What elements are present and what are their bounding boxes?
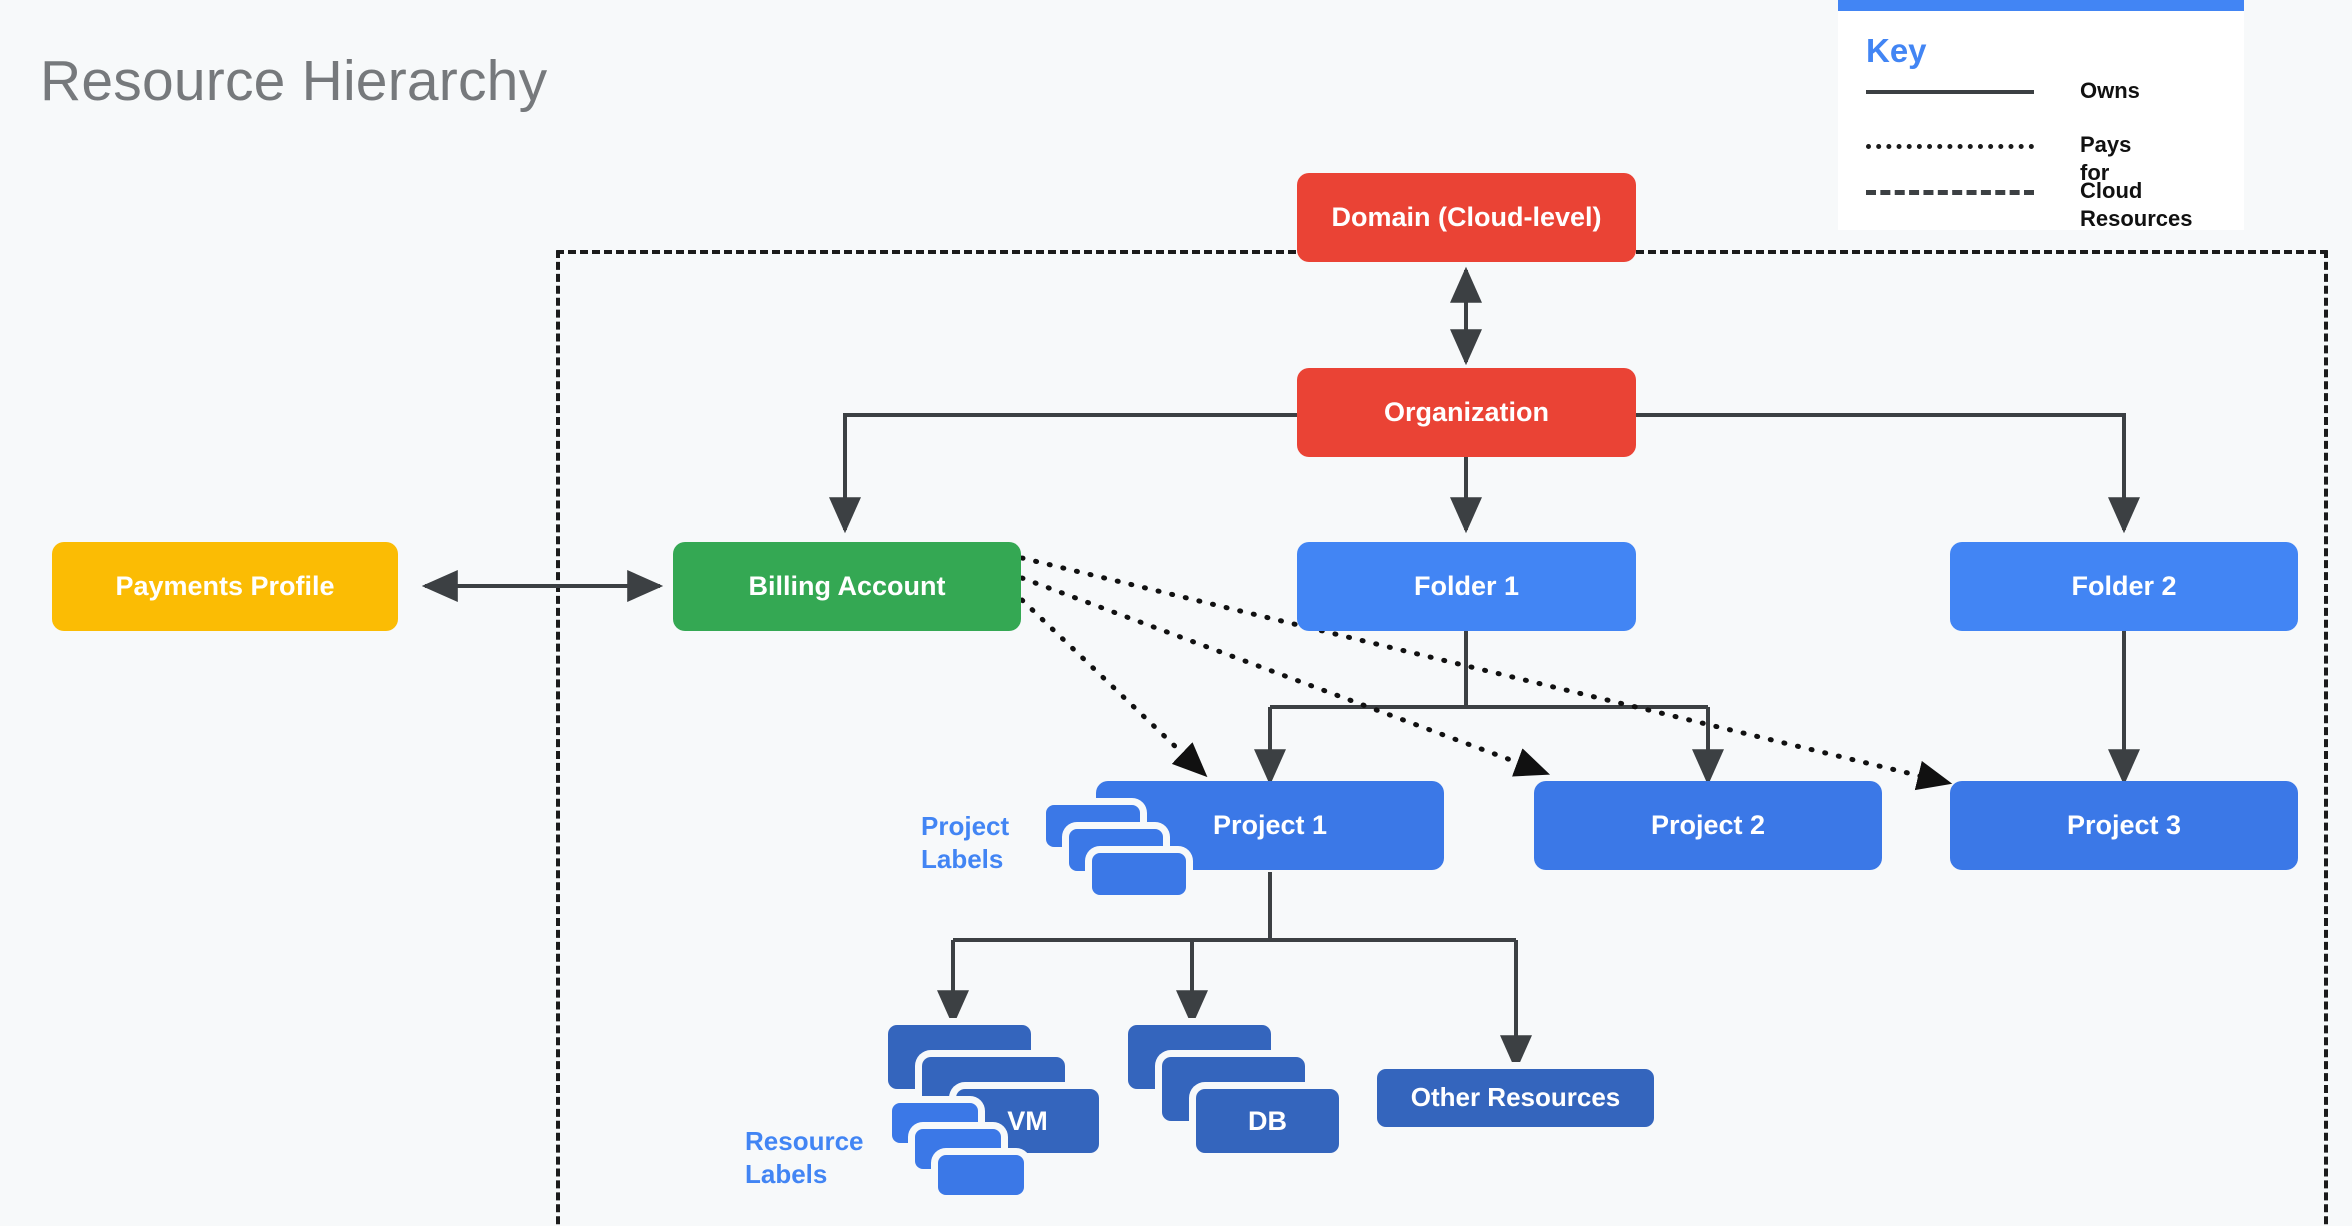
project-labels-chip-stack	[1046, 805, 1206, 905]
key-label-pays-for: Pays for	[2080, 132, 2132, 185]
key-line-dashed-icon	[1866, 190, 2034, 195]
project-labels-text: Project Labels	[921, 811, 1010, 875]
key-label-cloud-resources: Cloud Resources	[2080, 178, 2193, 231]
node-project-2[interactable]: Project 2	[1534, 781, 1882, 870]
resource-labels-chip-stack	[892, 1103, 1052, 1213]
key-line-solid-icon	[1866, 90, 2034, 94]
key-label-owns: Owns	[2080, 78, 2140, 103]
project-label-chip-3[interactable]	[1092, 853, 1186, 895]
db-card-front[interactable]: DB	[1196, 1089, 1339, 1153]
node-folder-2[interactable]: Folder 2	[1950, 542, 2298, 631]
key-title: Key	[1866, 32, 1927, 69]
key-line-dotted-icon	[1866, 144, 2034, 149]
key-panel-accent-bar	[1838, 0, 2244, 11]
page-title: Resource Hierarchy	[40, 49, 548, 113]
vm-card-front[interactable]: VM	[956, 1089, 1099, 1153]
node-other-resources[interactable]: Other Resources	[1377, 1069, 1654, 1127]
node-project-3[interactable]: Project 3	[1950, 781, 2298, 870]
node-billing-account[interactable]: Billing Account	[673, 542, 1021, 631]
node-folder-1[interactable]: Folder 1	[1297, 542, 1636, 631]
vm-card-stack: VM	[888, 1025, 1148, 1175]
key-panel: Key Owns Pays for Cloud Resources	[1838, 0, 2244, 231]
resource-labels-text: Resource Labels	[745, 1126, 864, 1190]
node-organization[interactable]: Organization	[1297, 368, 1636, 457]
resource-label-chip-3[interactable]	[938, 1155, 1024, 1195]
node-domain[interactable]: Domain (Cloud-level)	[1297, 173, 1636, 262]
node-payments-profile[interactable]: Payments Profile	[52, 542, 398, 631]
db-card-stack: DB	[1128, 1025, 1388, 1175]
